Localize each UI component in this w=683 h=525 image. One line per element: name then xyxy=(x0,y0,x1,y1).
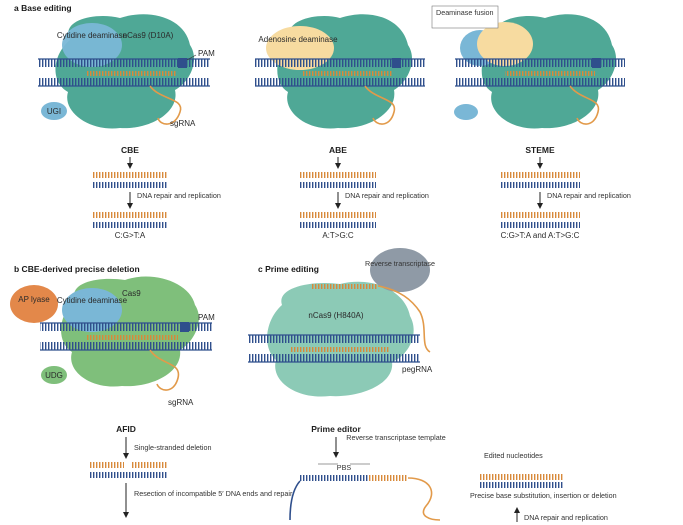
section-b-title: b CBE-derived precise deletion xyxy=(14,264,140,274)
cas-label: nCas9 (H840A) xyxy=(308,311,363,320)
edited-label: Edited nucleotides xyxy=(484,451,543,460)
panel-cbe: PAM Cytidine deaminase nCas9 (D10A) UGI … xyxy=(38,14,221,240)
enzyme-label: Deaminase fusion xyxy=(436,8,494,17)
ugi-protein xyxy=(454,104,478,120)
reverse-transcriptase xyxy=(370,248,430,292)
next-label: DNA repair and replication xyxy=(524,513,608,522)
dna-bottom-strand xyxy=(38,78,210,86)
repair-label: DNA repair and replication xyxy=(345,191,429,200)
section-c-title: c Prime editing xyxy=(258,264,319,274)
pbs-label: PBS xyxy=(337,463,352,472)
cytidine-deaminase xyxy=(62,288,122,332)
rt-label: Reverse transcriptase xyxy=(365,259,435,268)
editor-name: CBE xyxy=(121,145,139,155)
editor-name: ABE xyxy=(329,145,347,155)
sgrna-label: sgRNA xyxy=(170,119,196,128)
panel-afid: AP lyase PAM Cytidine deaminase Cas9 UDG… xyxy=(10,276,293,518)
result-label: C:G>T:A and A:T>G:C xyxy=(501,231,580,240)
sgrna-label: sgRNA xyxy=(168,398,194,407)
outcome-label: Precise base substitution, insertion or … xyxy=(470,491,617,500)
enzyme-label: Cytidine deaminase xyxy=(57,296,128,305)
editor-name: AFID xyxy=(116,424,136,434)
step1-label: Single-stranded deletion xyxy=(134,443,212,452)
panel-steme: Deaminase fusion STEME DNA repair and re… xyxy=(431,5,631,240)
pam-site xyxy=(392,58,401,68)
cytidine-deaminase xyxy=(62,23,122,67)
step2-label: Resection of incompatible 5′ DNA ends an… xyxy=(134,489,293,498)
deaminase-fusion-yellow xyxy=(477,22,533,66)
pam-site xyxy=(592,58,601,68)
pegrna xyxy=(377,285,431,353)
result-label: A:T>G:C xyxy=(322,231,354,240)
dna-top-strand xyxy=(38,59,210,67)
sgrna xyxy=(569,85,600,125)
section-a-title: a Base editing xyxy=(14,3,72,13)
ugi-protein xyxy=(41,102,67,120)
udg-protein xyxy=(41,366,67,384)
panel-prime: Reverse transcriptase nCas9 (H840A) pegR… xyxy=(248,248,446,521)
rt-template-label: Reverse transcriptase template xyxy=(346,433,445,442)
repair-label: DNA repair and replication xyxy=(137,191,221,200)
repair-label: DNA repair and replication xyxy=(547,191,631,200)
sgrna xyxy=(149,85,182,125)
panel-outcome: Edited nucleotides Precise base substitu… xyxy=(470,451,617,522)
pam-site xyxy=(178,58,187,68)
cas-label: Cas9 xyxy=(122,289,141,298)
editor-name: Prime editor xyxy=(311,424,361,434)
pegrna-label: pegRNA xyxy=(402,365,433,374)
ap-lyase-label: AP lyase xyxy=(18,295,50,304)
pam-label: PAM xyxy=(198,49,215,58)
pam-label: PAM xyxy=(198,313,215,322)
pam-site xyxy=(180,322,189,332)
panel-abe: Adenosine deaminase ABE DNA repair and r… xyxy=(255,14,429,240)
editor-name: STEME xyxy=(525,145,555,155)
enzyme-label: Adenosine deaminase xyxy=(258,35,338,44)
sgrna xyxy=(149,349,180,391)
udg-label: UDG xyxy=(45,371,63,380)
result-label: C:G>T:A xyxy=(115,231,146,240)
cas-label: nCas9 (D10A) xyxy=(123,31,174,40)
sgrna xyxy=(364,85,396,125)
enzyme-label: Cytidine deaminase xyxy=(57,31,128,40)
ugi-label: UGI xyxy=(47,107,61,116)
ap-lyase xyxy=(10,285,58,323)
